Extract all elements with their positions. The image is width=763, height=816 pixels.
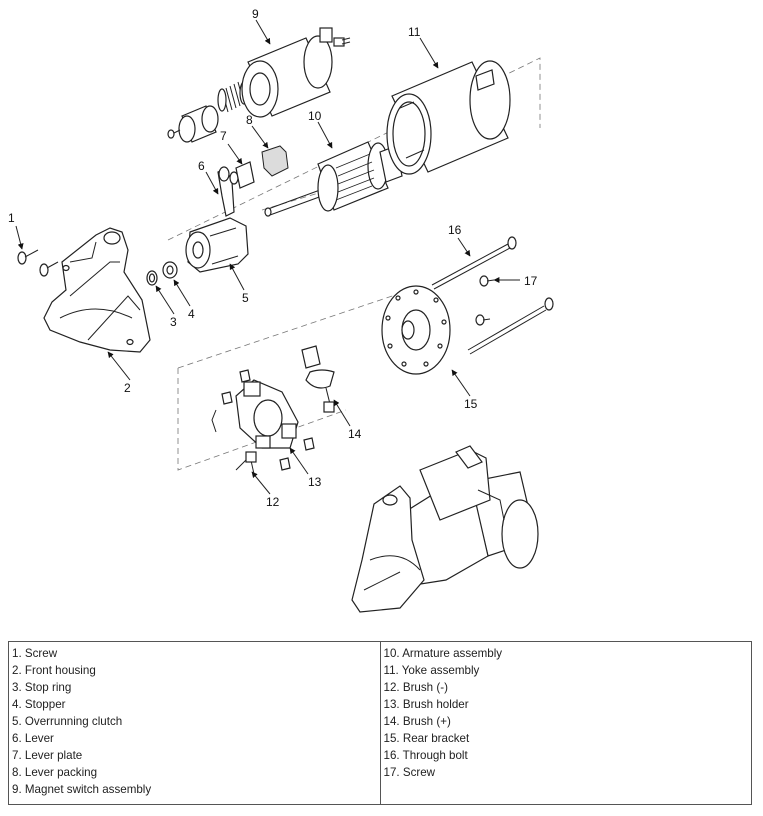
legend-item: 10. Armature assembly [383,647,503,660]
legend-item: 11. Yoke assembly [383,664,480,677]
callout-1: 1 [8,211,15,225]
callout-4: 4 [188,307,195,321]
callout-2: 2 [124,381,131,395]
callout-3: 3 [170,315,177,329]
callout-11: 11 [408,25,421,39]
callout-14: 14 [348,427,362,441]
callout-12: 12 [266,495,280,509]
brush-positive-part [301,345,335,413]
legend-item: 14. Brush (+) [383,715,451,728]
legend-item: 15. Rear bracket [383,732,470,745]
brush-negative-part [235,451,257,475]
legend-item: 13. Brush holder [383,698,469,711]
legend-item: 4. Stopper [12,698,66,711]
parts-legend-table: 1. Screw 2. Front housing 3. Stop ring 4… [8,641,752,805]
legend-item: 1. Screw [12,647,58,660]
brush-holder-part [211,369,315,471]
callout-8: 8 [246,113,253,127]
legend-item: 17. Screw [383,766,436,779]
overrunning-clutch-part [185,217,249,273]
callout-leaders [15,19,520,495]
legend-item: 6. Lever [12,732,54,745]
lever-part [217,166,239,217]
yoke-part [386,60,511,175]
rear-bracket-part [381,285,451,375]
legend-column-left: 1. Screw 2. Front housing 3. Stop ring 4… [9,642,380,804]
lever-plate-part [235,161,255,189]
callout-6: 6 [198,159,205,173]
assembled-starter-part [351,445,539,613]
callout-9: 9 [252,7,259,21]
through-bolt-part [431,236,554,355]
legend-column-right: 10. Armature assembly 11. Yoke assembly … [379,642,752,804]
stop-ring-part [146,270,158,286]
screw-part [17,249,59,277]
callout-7: 7 [220,129,227,143]
legend-item: 5. Overrunning clutch [12,715,123,728]
legend-item: 8. Lever packing [12,766,98,779]
screw-17-part [475,275,495,326]
callout-5: 5 [242,291,249,305]
stopper-part [162,261,178,279]
magnet-switch-part [241,27,351,118]
exploded-starter-diagram: 1 2 3 4 5 6 7 8 9 10 11 12 13 14 15 16 1… [8,7,554,613]
callout-13: 13 [308,475,322,489]
callout-16: 16 [448,223,462,237]
callout-15: 15 [464,397,478,411]
legend-item: 16. Through bolt [383,749,468,762]
lever-packing-part [261,145,289,177]
callout-17: 17 [524,274,538,288]
plunger-part [167,105,219,143]
legend-item: 9. Magnet switch assembly [12,783,152,796]
callout-10: 10 [308,109,322,123]
legend-item: 2. Front housing [12,664,96,677]
legend-item: 3. Stop ring [12,681,72,694]
legend-item: 12. Brush (-) [383,681,448,694]
front-housing-part [43,227,151,353]
callout-labels: 1 2 3 4 5 6 7 8 9 10 11 12 13 14 15 16 1… [8,7,538,509]
armature-part [264,141,403,217]
legend-item: 7. Lever plate [12,749,83,762]
